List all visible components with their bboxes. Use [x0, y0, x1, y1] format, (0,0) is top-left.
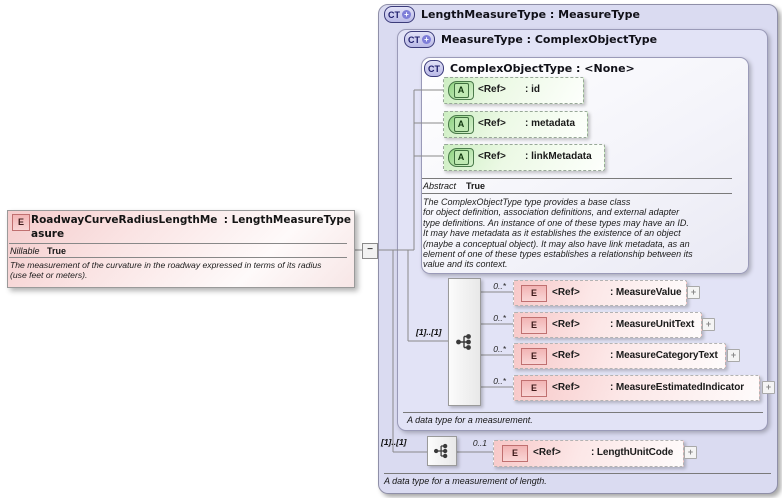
ref-label: <Ref>	[478, 151, 506, 162]
complex-type-derived-badge: CT+	[404, 31, 435, 48]
plus-icon: +	[422, 35, 431, 44]
ref-label: <Ref>	[552, 287, 580, 298]
divider	[9, 257, 347, 258]
expand-button[interactable]: +	[702, 318, 715, 331]
property-label: Abstract	[423, 181, 457, 191]
badge-text: A	[453, 83, 469, 98]
header-complex-object-type: CT ComplexObjectType : <None>	[424, 60, 635, 77]
complex-type-badge: CT	[424, 60, 444, 77]
complex-type-derived-badge: CT+	[384, 6, 415, 23]
cardinality-label: 0..*	[493, 376, 506, 386]
ref-label: <Ref>	[533, 447, 561, 458]
cardinality-label: 0..*	[493, 281, 506, 291]
element-ref-measure-unit-text[interactable]: E <Ref> : MeasureUnitText	[513, 312, 702, 338]
ref-label: <Ref>	[552, 382, 580, 393]
badge-text: A	[453, 117, 469, 132]
property-label: Nillable	[10, 246, 40, 256]
expand-button[interactable]: +	[684, 446, 697, 459]
divider	[384, 473, 771, 474]
attribute-ref-link-metadata[interactable]: A <Ref> : linkMetadata	[443, 144, 605, 171]
ref-label: <Ref>	[478, 118, 506, 129]
occurrence-label: [1]..[1]	[416, 327, 442, 337]
divider	[422, 193, 732, 194]
attribute-badge: A	[448, 115, 474, 134]
expand-button[interactable]: +	[762, 381, 775, 394]
element-ref-length-unit-code[interactable]: E <Ref> : LengthUnitCode	[493, 440, 684, 467]
collapse-toggle[interactable]: −	[362, 243, 378, 259]
element-name: : MeasureValue	[610, 287, 682, 298]
badge-text: CT	[408, 34, 420, 45]
element-badge: E	[521, 317, 547, 334]
container-title: ComplexObjectType : <None>	[450, 62, 635, 75]
header-measure-type: CT+ MeasureType : ComplexObjectType	[404, 31, 657, 48]
sequence-icon	[455, 334, 471, 350]
ref-label: <Ref>	[552, 350, 580, 361]
plus-icon: +	[402, 10, 411, 19]
sequence-indicator[interactable]	[448, 278, 481, 406]
element-name: : MeasureCategoryText	[610, 350, 718, 361]
attribute-ref-id[interactable]: A <Ref> : id	[443, 77, 584, 104]
attribute-badge: A	[448, 81, 474, 100]
ref-label: <Ref>	[478, 84, 506, 95]
element-ref-measure-estimated-indicator[interactable]: E <Ref> : MeasureEstimatedIndicator	[513, 375, 760, 401]
expand-button[interactable]: +	[727, 349, 740, 362]
element-name: : LengthUnitCode	[591, 447, 674, 458]
divider	[9, 243, 347, 244]
root-element-box[interactable]	[7, 210, 355, 288]
element-badge: E	[521, 380, 547, 397]
measure-type-footer: A data type for a measurement.	[407, 415, 533, 425]
element-description: The measurement of the curvature in the …	[10, 260, 322, 280]
attribute-ref-metadata[interactable]: A <Ref> : metadata	[443, 111, 588, 138]
ref-label: <Ref>	[552, 319, 580, 330]
property-value: True	[466, 181, 486, 191]
cardinality-label: 0..1	[472, 438, 487, 448]
attribute-name: : metadata	[525, 118, 576, 129]
element-badge: E	[502, 445, 528, 462]
cardinality-label: 0..*	[493, 344, 506, 354]
sequence-indicator[interactable]	[427, 436, 457, 466]
attribute-name: : id	[525, 84, 540, 95]
length-measure-type-footer: A data type for a measurement of length.	[384, 476, 547, 486]
type-description: The ComplexObjectType type provides a ba…	[423, 197, 693, 270]
cardinality-label: 0..*	[493, 313, 506, 323]
divider	[403, 412, 763, 413]
badge-text: CT	[428, 63, 440, 74]
attribute-name: : linkMetadata	[525, 151, 592, 162]
element-name: RoadwayCurveRadiusLengthMeasure	[31, 214, 218, 240]
element-ref-measure-category-text[interactable]: E <Ref> : MeasureCategoryText	[513, 343, 726, 369]
divider	[422, 178, 732, 179]
sequence-icon	[433, 443, 448, 459]
badge-text: A	[453, 150, 469, 165]
expand-button[interactable]: +	[687, 286, 700, 299]
attribute-badge: A	[448, 148, 474, 167]
container-title: LengthMeasureType : MeasureType	[421, 8, 640, 21]
element-ref-measure-value[interactable]: E <Ref> : MeasureValue	[513, 280, 687, 306]
element-type: : LengthMeasureType	[223, 214, 351, 226]
root-element-title: RoadwayCurveRadiusLengthMeasure : Length…	[31, 213, 351, 241]
badge-text: CT	[388, 9, 400, 20]
element-badge: E	[12, 214, 30, 231]
occurrence-label: [1]..[1]	[381, 437, 407, 447]
header-length-measure-type: CT+ LengthMeasureType : MeasureType	[384, 6, 640, 23]
container-title: MeasureType : ComplexObjectType	[441, 33, 658, 46]
element-badge: E	[521, 285, 547, 302]
element-badge: E	[521, 348, 547, 365]
element-name: : MeasureUnitText	[610, 319, 695, 330]
element-name: : MeasureEstimatedIndicator	[610, 382, 745, 393]
property-value: True	[47, 246, 67, 256]
